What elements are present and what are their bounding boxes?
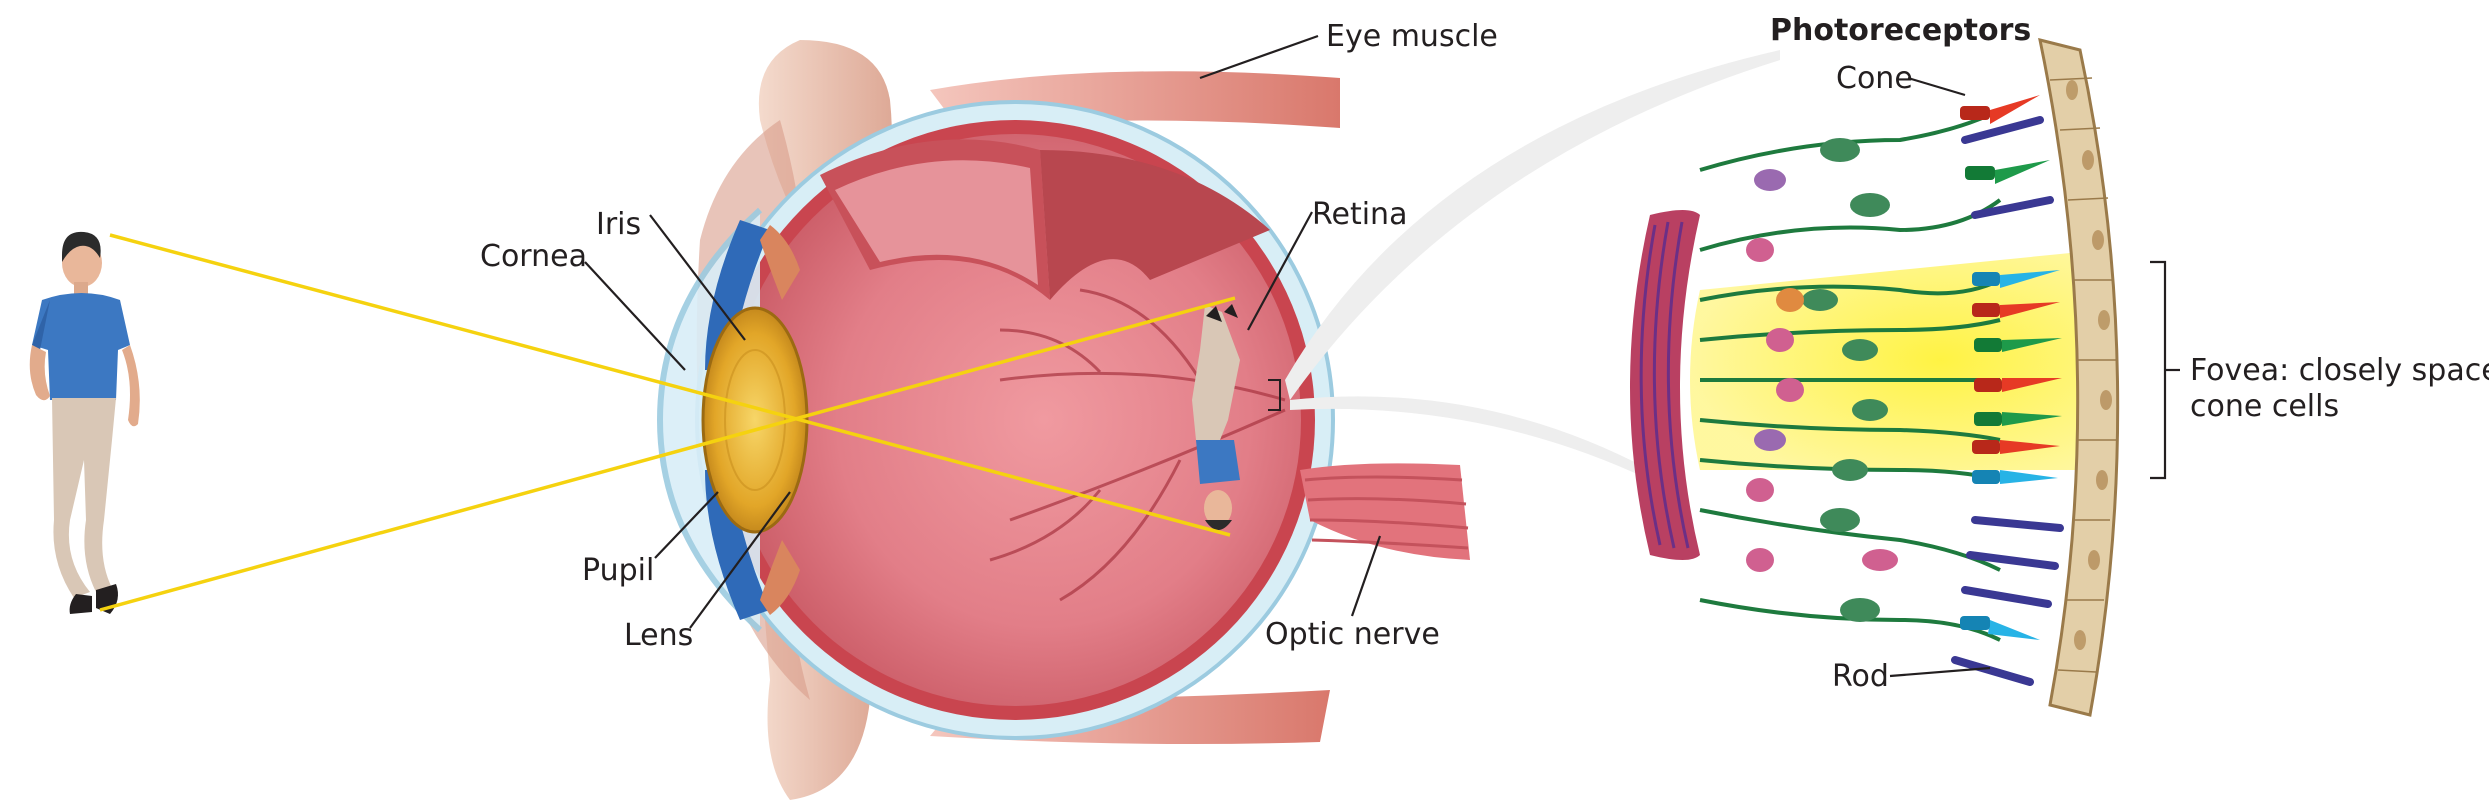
cone-red-2 [1972,302,2060,318]
eye-cross-section [656,40,1470,800]
label-cornea: Cornea [480,239,587,274]
cone-green-2 [1974,338,2062,352]
rod-1 [1961,116,2044,144]
label-retina: Retina [1312,197,1407,232]
leader-lines [584,34,1991,678]
label-rod: Rod [1832,659,1889,694]
rod-3 [1971,516,2064,532]
label-iris: Iris [596,207,641,242]
label-eye-muscle: Eye muscle [1326,19,1498,54]
cone-green-3 [1974,412,2062,426]
label-lens: Lens [624,618,693,653]
rod-2 [1971,196,2054,219]
rod-6 [1951,656,2034,686]
cone-red-4 [1972,440,2060,454]
cone-green-1 [1965,160,2050,184]
optic-nerve [1300,463,1470,560]
label-fovea-line2: cone cells [2190,389,2339,424]
label-optic-nerve: Optic nerve [1265,617,1440,652]
fovea-region [1690,250,2107,470]
rod-4 [1966,551,2059,570]
cone-red-1 [1960,95,2040,124]
label-cone: Cone [1836,61,1913,96]
vitreous-body [729,134,1301,706]
cone-blue-1 [1972,270,2060,288]
cone-red-3 [1974,378,2062,392]
cone-blue-2 [1972,470,2058,484]
retinal-image [1192,304,1240,530]
rod-5 [1961,586,2052,608]
label-pupil: Pupil [582,553,654,588]
cone-blue-3 [1960,616,2040,640]
labels: Eye muscle Iris Cornea Retina Pupil Lens… [480,13,2489,694]
light-rays [99,233,1236,612]
pigment-epithelium [2038,37,2120,717]
label-photoreceptors-title: Photoreceptors [1770,13,2031,48]
fovea-bracket [2150,260,2167,480]
viewed-person [29,231,140,614]
label-fovea-line1: Fovea: closely spaced [2190,353,2489,388]
photoreceptor-panel [1630,37,2180,717]
